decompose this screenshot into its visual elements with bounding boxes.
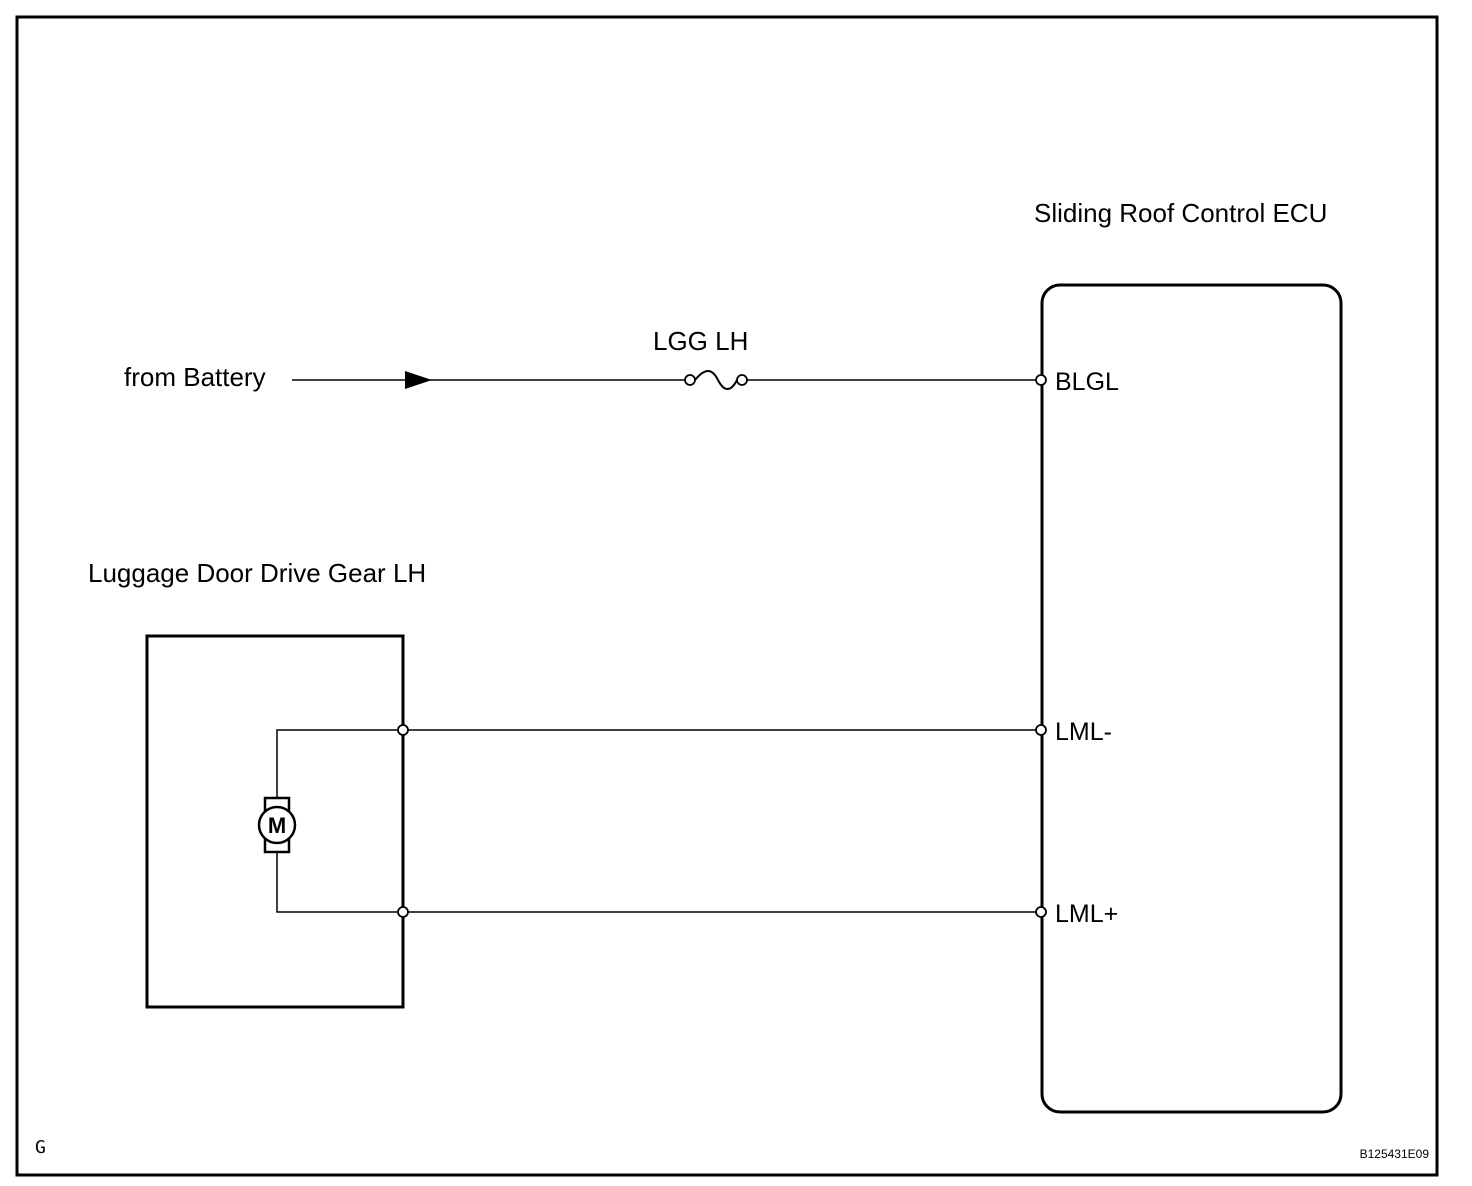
fuse-label: LGG LH (653, 326, 748, 356)
motor-wire-top (276, 729, 397, 798)
arrow-icon (405, 371, 432, 389)
lml-minus-pin-label: LML- (1055, 718, 1112, 746)
ecu-title: Sliding Roof Control ECU (1034, 198, 1327, 228)
blgl-terminal (1035, 374, 1047, 386)
lml-plus-terminal (1035, 906, 1047, 918)
fuse-icon (684, 370, 748, 390)
gear-box (145, 634, 405, 1009)
figure-id: B125431E09 (1360, 1147, 1430, 1161)
motor-wire-bottom (276, 852, 397, 913)
blgl-pin-label: BLGL (1055, 368, 1119, 396)
gear-title: Luggage Door Drive Gear LH (88, 558, 426, 588)
gear-terminal-top (397, 724, 409, 736)
ecu-box (1040, 283, 1343, 1114)
source-label: from Battery (124, 362, 266, 392)
diagram-frame (15, 15, 1439, 1177)
gear-terminal-bottom (397, 906, 409, 918)
corner-code-left: G (35, 1137, 46, 1158)
lml-minus-terminal (1035, 724, 1047, 736)
motor-icon (257, 796, 297, 854)
lml-plus-pin-label: LML+ (1055, 900, 1118, 928)
motor-symbol-label: M (268, 813, 286, 838)
